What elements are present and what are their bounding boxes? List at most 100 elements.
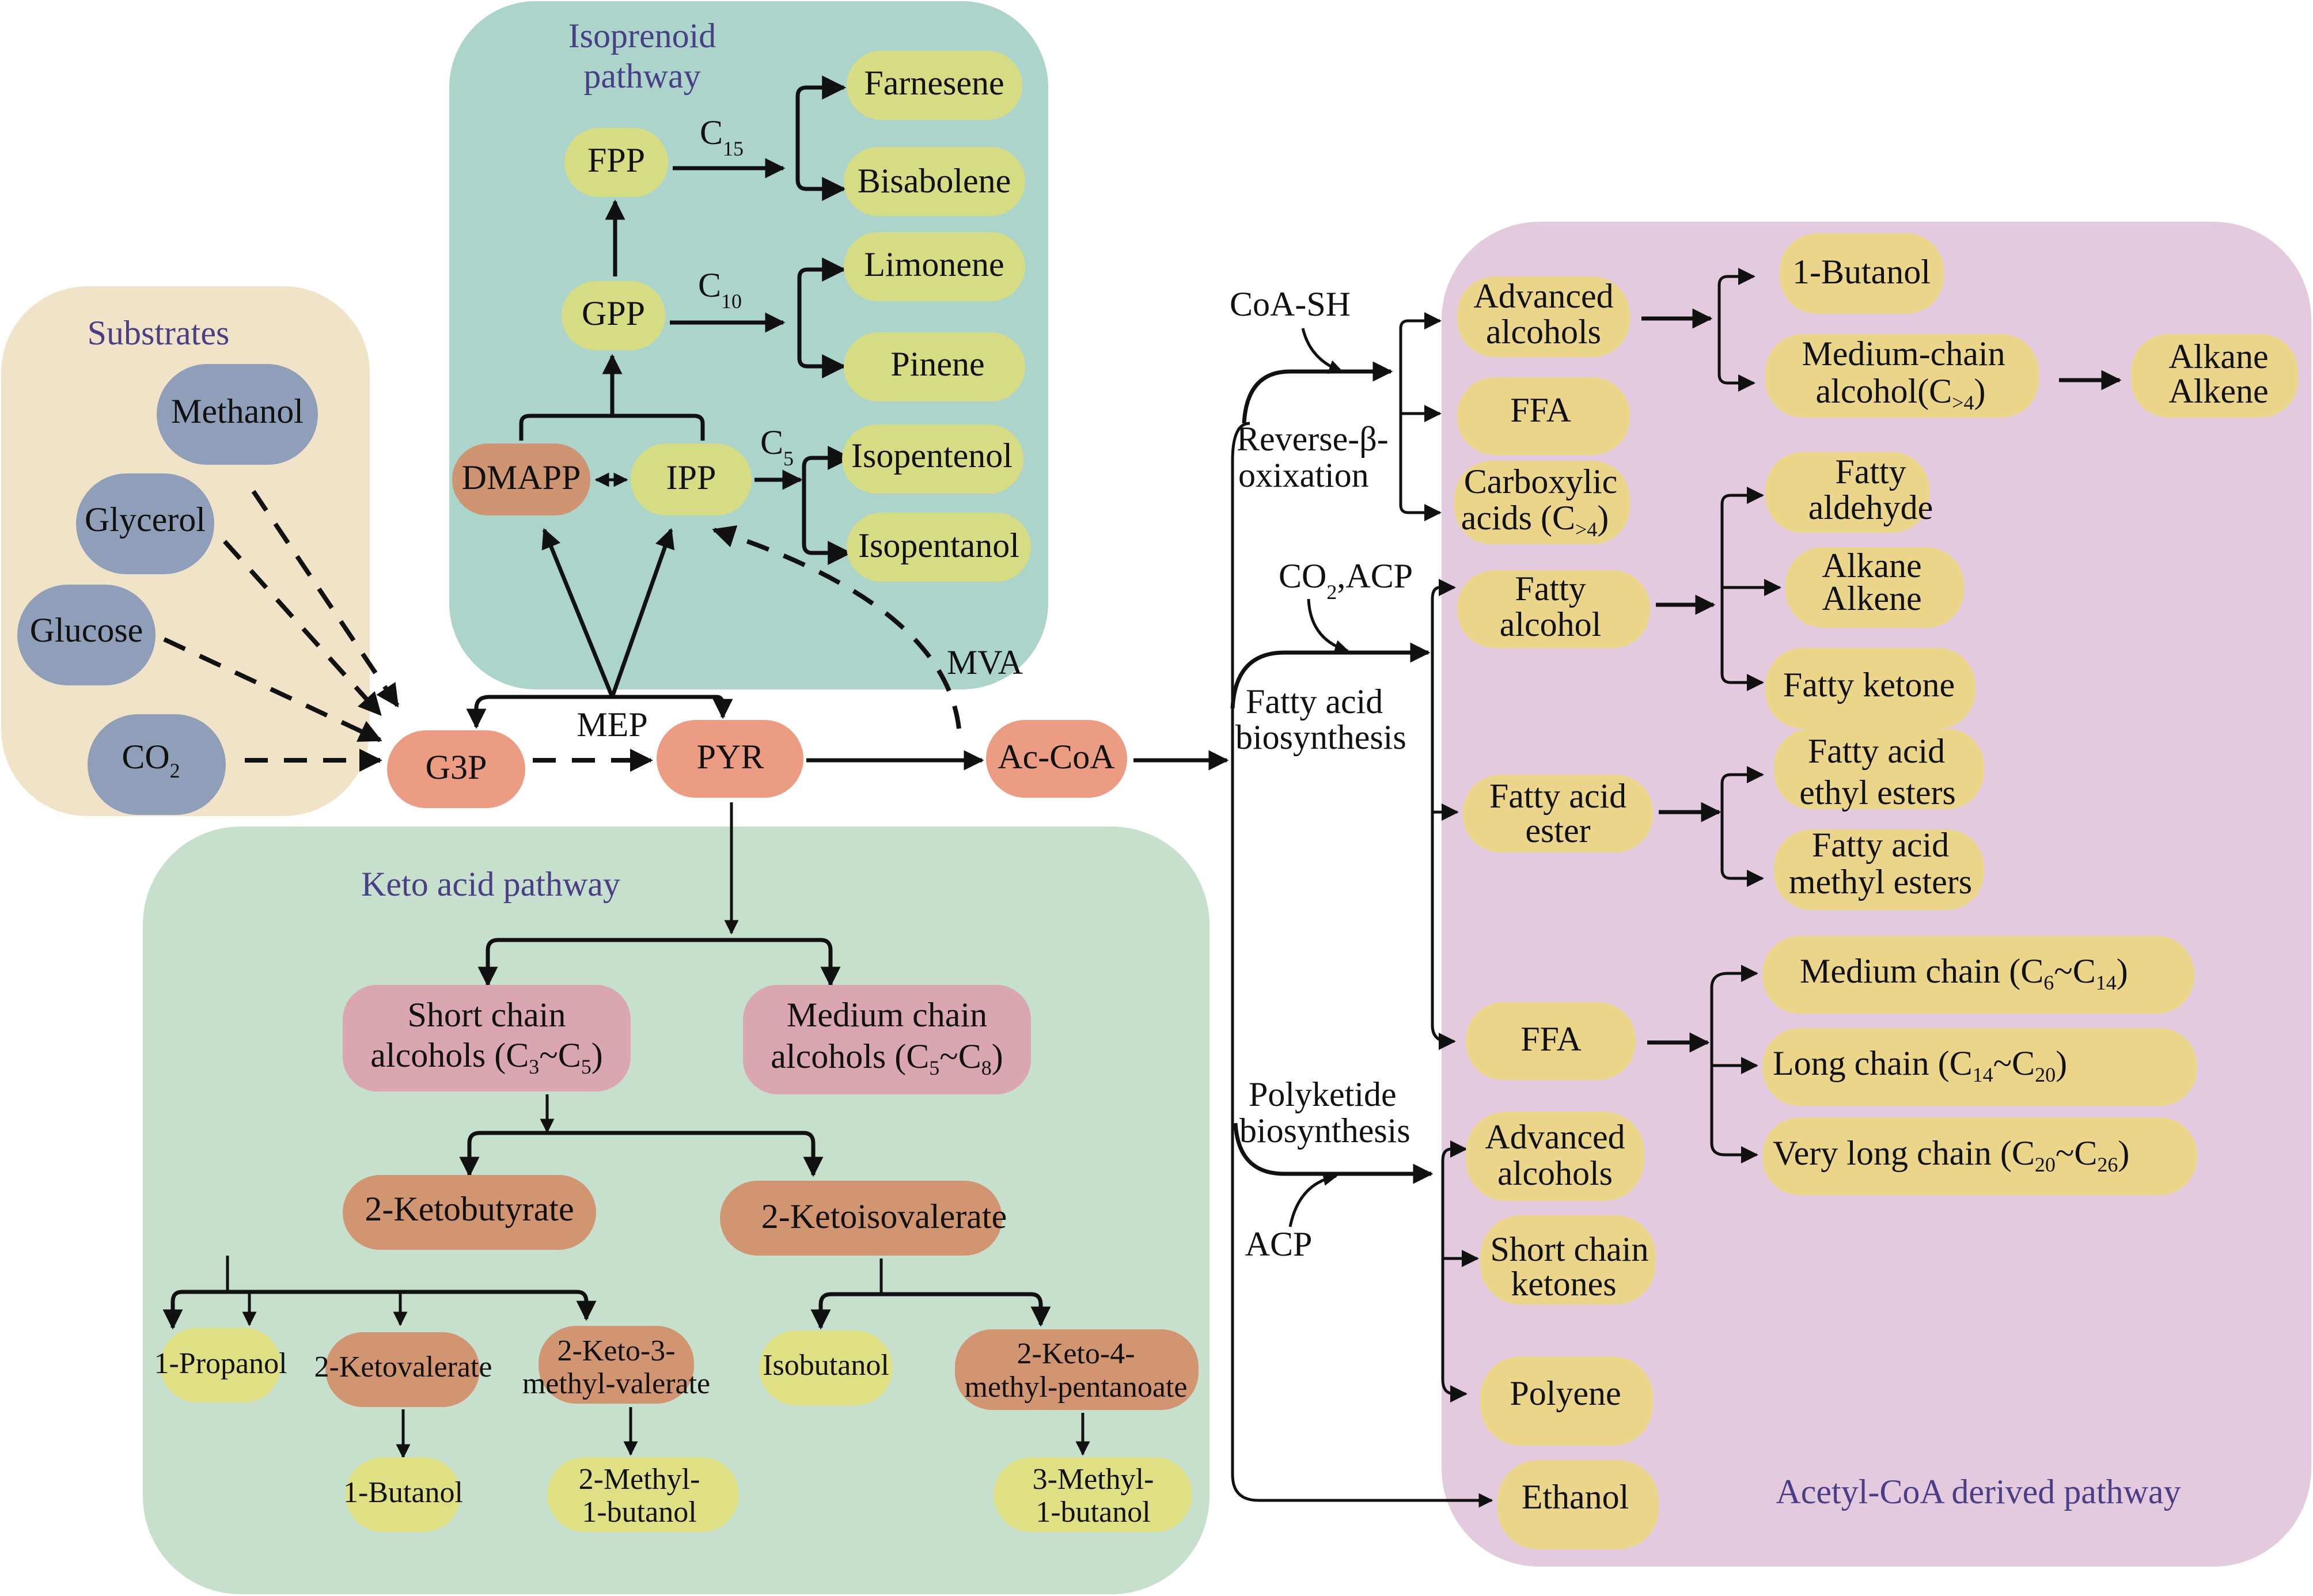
svg-text:Farnesene: Farnesene bbox=[864, 64, 1004, 102]
svg-text:Short chain: Short chain bbox=[1491, 1230, 1649, 1268]
node-fatty-alcohol[interactable]: Fatty alcohol bbox=[1457, 570, 1650, 648]
arrow-reverse-beta bbox=[1242, 361, 1393, 424]
svg-text:acids (C>4): acids (C>4) bbox=[1461, 499, 1609, 541]
arrow-methanol-g3p bbox=[251, 490, 400, 708]
node-accoa[interactable]: Ac-CoA bbox=[986, 720, 1127, 798]
mep-label: MEP bbox=[577, 706, 647, 744]
svg-text:2-Ketovalerate: 2-Ketovalerate bbox=[314, 1351, 492, 1383]
node-co2[interactable]: CO2 bbox=[88, 714, 226, 815]
node-fatty-aldehyde[interactable]: Fatty aldehyde bbox=[1765, 452, 1933, 533]
acp-label: ACP bbox=[1245, 1225, 1313, 1263]
svg-text:Pinene: Pinene bbox=[890, 345, 984, 383]
svg-text:Alkane: Alkane bbox=[2168, 338, 2268, 376]
node-gpp[interactable]: GPP bbox=[562, 281, 665, 350]
bracket-ketoisovalerate-children bbox=[810, 1292, 1051, 1330]
node-short-chain-alcohols[interactable]: Short chain alcohols (C3~C5) bbox=[343, 985, 631, 1091]
svg-text:2-Ketobutyrate: 2-Ketobutyrate bbox=[365, 1190, 574, 1228]
node-methyl-esters[interactable]: Fatty acid methyl esters bbox=[1774, 826, 1984, 910]
node-g3p[interactable]: G3P bbox=[387, 730, 525, 808]
svg-text:Isopentenol: Isopentenol bbox=[851, 437, 1013, 475]
svg-text:Fatty: Fatty bbox=[1515, 570, 1586, 608]
node-fpp[interactable]: FPP bbox=[564, 128, 668, 197]
svg-text:1-Propanol: 1-Propanol bbox=[154, 1347, 287, 1380]
svg-text:Advanced: Advanced bbox=[1485, 1118, 1625, 1156]
node-medium-chain-alcohols[interactable]: Medium chain alcohols (C5~C8) bbox=[743, 985, 1031, 1094]
svg-text:ethyl esters: ethyl esters bbox=[1799, 774, 1956, 812]
node-very-long-chain-ffa[interactable]: Very long chain (C20~C26) bbox=[1762, 1117, 2197, 1195]
svg-text:FFA: FFA bbox=[1520, 1020, 1582, 1058]
node-isopentanol[interactable]: Isopentanol bbox=[847, 513, 1031, 582]
substrates-title: Substrates bbox=[88, 314, 230, 352]
node-isopentenol[interactable]: Isopentenol bbox=[842, 424, 1023, 494]
node-glycerol[interactable]: Glycerol bbox=[76, 473, 214, 574]
svg-text:2-Keto-3-: 2-Keto-3- bbox=[557, 1335, 675, 1367]
node-1-butanol-acetyl[interactable]: 1-Butanol bbox=[1780, 233, 1944, 314]
bracket-short-children bbox=[459, 1131, 824, 1177]
node-isobutanol[interactable]: Isobutanol bbox=[759, 1330, 893, 1405]
node-carboxylic-acids[interactable]: Carboxylic acids (C>4) bbox=[1454, 461, 1630, 544]
node-fatty-acid-ester[interactable]: Fatty acid ester bbox=[1463, 775, 1653, 852]
node-advanced-alcohols-2[interactable]: Advanced alcohols bbox=[1466, 1112, 1644, 1201]
node-2-ketoisovalerate[interactable]: 2-Ketoisovalerate bbox=[720, 1181, 1007, 1256]
node-ipp[interactable]: IPP bbox=[631, 443, 752, 515]
svg-text:1-butanol: 1-butanol bbox=[1036, 1496, 1150, 1529]
co2acp-label: CO2,ACP bbox=[1279, 557, 1413, 604]
svg-text:Fatty ketone: Fatty ketone bbox=[1783, 666, 1955, 704]
node-3-methyl-1-butanol[interactable]: 3-Methyl- 1-butanol bbox=[994, 1457, 1192, 1532]
svg-text:alcohols: alcohols bbox=[1497, 1154, 1613, 1192]
node-ffa-2[interactable]: FFA bbox=[1466, 1002, 1636, 1080]
svg-text:Long chain (C14~C20): Long chain (C14~C20) bbox=[1773, 1044, 2067, 1087]
svg-text:2-Methyl-: 2-Methyl- bbox=[579, 1463, 700, 1496]
node-alkane-alkene-1[interactable]: Alkane Alkene bbox=[2131, 334, 2298, 418]
node-1-propanol[interactable]: 1-Propanol bbox=[154, 1328, 287, 1402]
svg-text:Isopentanol: Isopentanol bbox=[858, 526, 1019, 564]
svg-text:Carboxylic: Carboxylic bbox=[1464, 463, 1618, 501]
reverse-beta-line1: Reverse-β- bbox=[1237, 420, 1389, 458]
node-2-keto-3-methyl-valerate[interactable]: 2-Keto-3- methyl-valerate bbox=[522, 1326, 710, 1404]
node-polyene[interactable]: Polyene bbox=[1480, 1356, 1653, 1446]
bracket-c5 bbox=[802, 446, 852, 565]
isoprenoid-title-line2: pathway bbox=[583, 57, 700, 95]
svg-text:1-butanol: 1-butanol bbox=[582, 1496, 696, 1529]
node-pyr[interactable]: PYR bbox=[657, 720, 803, 798]
reverse-beta-line2: oxixation bbox=[1238, 456, 1369, 494]
svg-text:alcohol(C>4): alcohol(C>4) bbox=[1816, 372, 1986, 415]
node-farnesene[interactable]: Farnesene bbox=[847, 51, 1022, 120]
node-fatty-ketone[interactable]: Fatty ketone bbox=[1765, 648, 1975, 729]
node-medium-chain-ffa[interactable]: Medium chain (C6~C14) bbox=[1762, 936, 2194, 1014]
node-limonene[interactable]: Limonene bbox=[844, 232, 1025, 301]
bracket-adv-alcohols bbox=[1717, 268, 1755, 392]
node-1-butanol-keto[interactable]: 1-Butanol bbox=[343, 1457, 463, 1532]
svg-text:Fatty: Fatty bbox=[1835, 453, 1906, 491]
svg-text:CO2: CO2 bbox=[122, 738, 180, 783]
node-dmapp[interactable]: DMAPP bbox=[452, 443, 590, 515]
arrow-mva-ipp bbox=[712, 525, 961, 729]
node-alkane-alkene-2[interactable]: Alkane Alkene bbox=[1785, 547, 1964, 628]
node-2-ketovalerate[interactable]: 2-Ketovalerate bbox=[314, 1332, 492, 1407]
svg-text:methyl-valerate: methyl-valerate bbox=[522, 1367, 710, 1400]
node-2-keto-4-methyl-pentanoate[interactable]: 2-Keto-4- methyl-pentanoate bbox=[955, 1329, 1199, 1410]
node-ethyl-esters[interactable]: Fatty acid ethyl esters bbox=[1774, 729, 1984, 812]
arrow-mep-ipp bbox=[610, 528, 675, 698]
node-ffa-1[interactable]: FFA bbox=[1457, 377, 1630, 455]
node-pinene[interactable]: Pinene bbox=[844, 332, 1025, 401]
node-2-methyl-1-butanol[interactable]: 2-Methyl- 1-butanol bbox=[547, 1457, 739, 1532]
bracket-keto-top bbox=[486, 938, 841, 988]
svg-text:alcohols (C5~C8): alcohols (C5~C8) bbox=[771, 1037, 1003, 1080]
node-methanol[interactable]: Methanol bbox=[157, 364, 318, 465]
svg-text:Polyene: Polyene bbox=[1510, 1374, 1621, 1412]
node-ethanol[interactable]: Ethanol bbox=[1497, 1460, 1659, 1549]
node-2-ketobutyrate[interactable]: 2-Ketobutyrate bbox=[343, 1175, 596, 1250]
node-long-chain-ffa[interactable]: Long chain (C14~C20) bbox=[1762, 1028, 2197, 1106]
node-advanced-alcohols-1[interactable]: Advanced alcohols bbox=[1457, 276, 1630, 357]
node-glucose[interactable]: Glucose bbox=[17, 585, 156, 685]
fatty-acid-bio-line2: biosynthesis bbox=[1235, 718, 1406, 756]
node-medium-chain-alcohol[interactable]: Medium-chain alcohol(C>4) bbox=[1765, 334, 2039, 418]
acetyl-title: Acetyl-CoA derived pathway bbox=[1776, 1473, 2181, 1511]
svg-text:ester: ester bbox=[1525, 812, 1590, 850]
svg-text:Alkene: Alkene bbox=[2168, 372, 2268, 410]
node-bisabolene[interactable]: Bisabolene bbox=[844, 147, 1025, 216]
svg-text:Glucose: Glucose bbox=[30, 611, 143, 649]
node-short-chain-ketones[interactable]: Short chain ketones bbox=[1480, 1215, 1656, 1305]
